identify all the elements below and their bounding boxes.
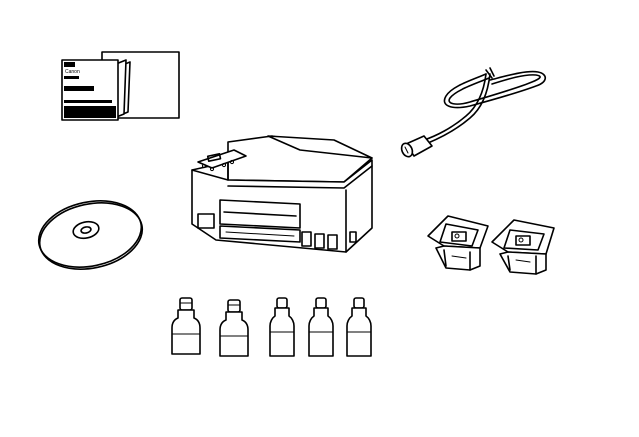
ink-tank-window-1 (301, 231, 312, 247)
ink-bottle-color-2 (308, 297, 334, 357)
printer (191, 135, 373, 253)
ink-tank-window-2 (314, 233, 325, 249)
manual-documents: Canon (61, 51, 180, 121)
manual-black-band (64, 106, 116, 118)
lcd-display (206, 152, 222, 162)
ink-bottle-color-3 (346, 297, 372, 357)
power-cord (400, 67, 547, 158)
print-head-left (427, 215, 489, 271)
control-panel (197, 149, 247, 169)
manual-logo-block (64, 62, 75, 67)
ink-tank-window-3 (327, 234, 338, 250)
ink-bottle-color-1 (269, 297, 295, 357)
printer-left-door (197, 213, 215, 229)
ink-bottle-black-1 (171, 297, 201, 355)
print-head-right (491, 219, 555, 275)
setup-cd-rom (37, 200, 144, 270)
ink-bottle-black-2 (219, 299, 249, 357)
manual-brand-text: Canon (65, 69, 80, 75)
paper-output-tray (219, 199, 301, 229)
